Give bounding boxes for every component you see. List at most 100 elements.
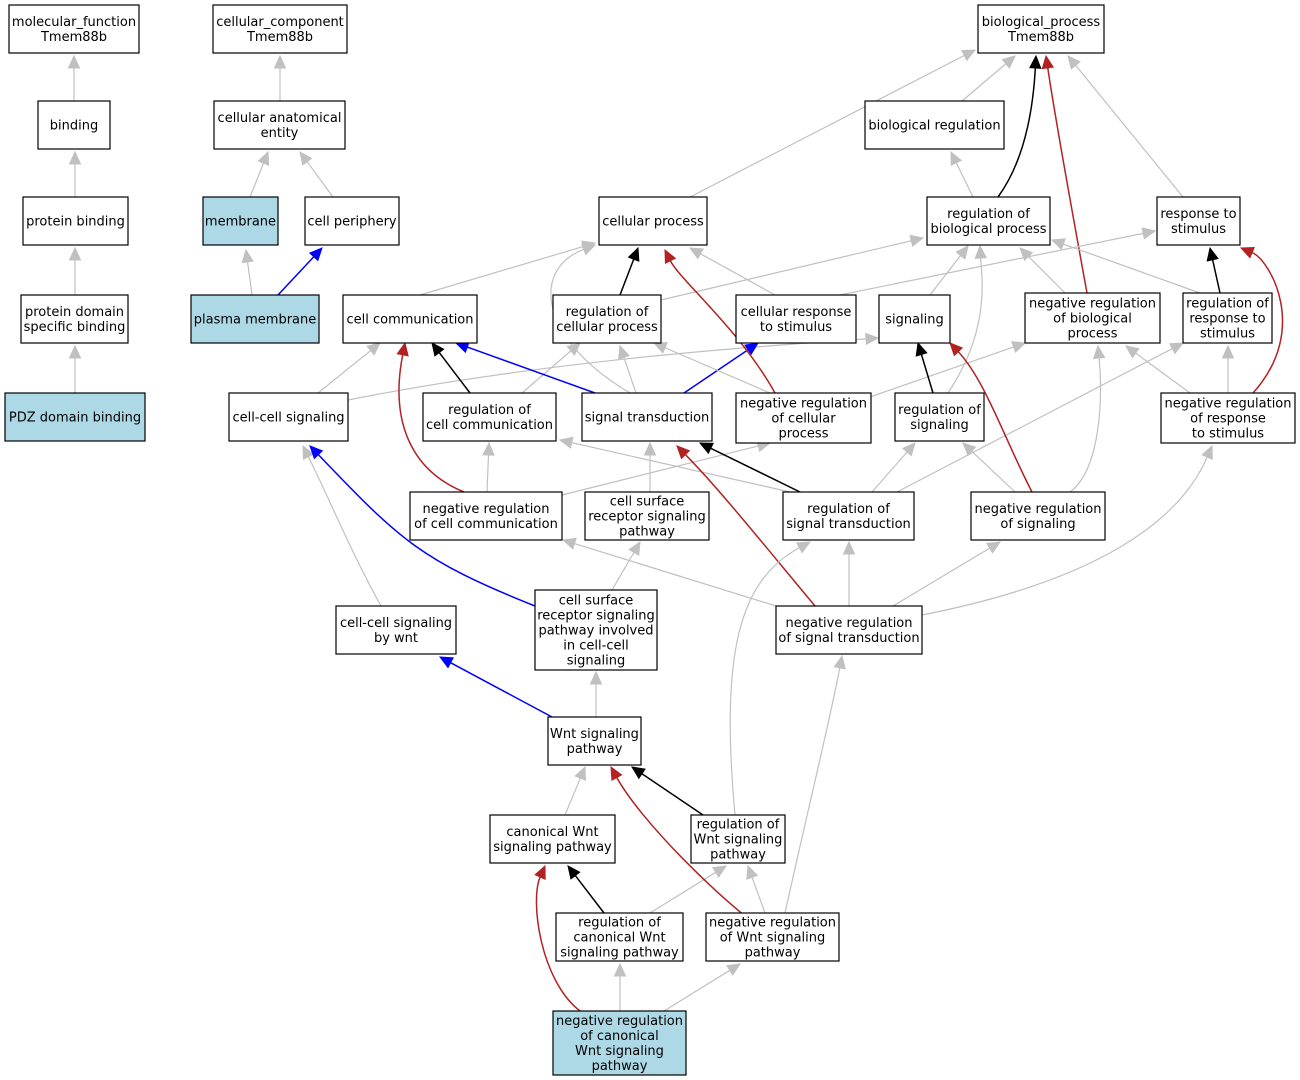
arrowhead-icon: [1206, 246, 1219, 262]
edge-line: [710, 447, 801, 493]
edge-line: [467, 346, 596, 394]
arrowhead-icon: [698, 442, 714, 455]
edge-line: [564, 777, 581, 816]
edge-is-a: [68, 246, 82, 296]
term-label-line: molecular_function: [12, 15, 136, 30]
term-node-cellproc[interactable]: cellular process: [598, 196, 708, 246]
term-node-pdz[interactable]: PDZ domain binding: [4, 392, 146, 442]
arrowhead-icon: [627, 246, 640, 262]
term-label-line: negative regulation: [1029, 297, 1156, 312]
arrowhead-icon: [257, 150, 270, 166]
edge-line: [684, 454, 816, 607]
arrowhead-icon: [1050, 238, 1066, 251]
term-label-line: of signaling: [1000, 517, 1075, 532]
term-node-membrane[interactable]: membrane: [202, 196, 279, 246]
term-label-line: canonical Wnt: [506, 825, 598, 840]
arrowhead-icon: [309, 445, 324, 460]
edge-line: [971, 450, 1016, 493]
term-node-cellperiph[interactable]: cell periphery: [304, 196, 400, 246]
edge-is-a: [729, 541, 812, 816]
term-label-line: regulation of: [448, 403, 531, 418]
term-node-cellcomm[interactable]: cell communication: [342, 294, 478, 344]
term-node-sigtrans[interactable]: signal transduction: [581, 392, 713, 442]
edge-is-a: [249, 150, 270, 198]
arrowhead-icon: [902, 442, 916, 457]
edge-line: [649, 871, 717, 914]
edge-is-a: [689, 49, 977, 198]
term-label-line: negative regulation: [785, 616, 912, 631]
arrowhead-icon: [746, 864, 759, 880]
term-label-line: cell-cell signaling: [340, 616, 452, 631]
term-label-line: protein domain: [25, 305, 124, 320]
edge-is-a: [1125, 345, 1191, 394]
arrowhead-icon: [726, 963, 742, 976]
term-label-line: of biological: [1053, 312, 1132, 327]
arrowhead-icon: [842, 540, 856, 555]
arrowhead-icon: [1201, 444, 1213, 460]
term-node-bioreg[interactable]: biological regulation: [864, 100, 1005, 150]
arrowhead-icon: [986, 541, 1002, 554]
arrowhead-icon: [1092, 344, 1106, 360]
edge-is-a: [561, 439, 772, 496]
arrowhead-icon: [796, 541, 812, 554]
edge-line: [957, 351, 1033, 493]
edge-line: [1047, 67, 1088, 294]
arrowhead-icon: [308, 247, 323, 262]
arrowhead-icon: [581, 243, 597, 256]
arrowhead-icon: [688, 247, 704, 260]
term-box: [22, 196, 129, 246]
term-node-binding[interactable]: binding: [37, 100, 111, 150]
arrowhead-icon: [1029, 54, 1042, 69]
term-box: [926, 196, 1051, 246]
term-node-protbind[interactable]: protein binding: [22, 196, 129, 246]
term-node-ccsig[interactable]: cell-cell signaling: [228, 392, 349, 442]
edge-is-a: [746, 864, 766, 914]
edge-is-a: [829, 227, 1157, 298]
term-label-line: pathway involved: [538, 624, 653, 639]
edge-line: [574, 542, 777, 607]
edge-is-a: [842, 540, 856, 607]
edge-is-a: [613, 962, 627, 1011]
edge-is-a: [947, 244, 988, 394]
term-label-line: in cell-cell: [563, 639, 628, 654]
term-node-signaling[interactable]: signaling: [878, 294, 951, 344]
edge-line: [641, 773, 704, 816]
term-box: [4, 392, 146, 442]
term-node-plasma[interactable]: plasma membrane: [190, 294, 320, 344]
edge-line: [561, 445, 759, 496]
term-label-line: regulation of: [807, 502, 890, 517]
term-box: [534, 589, 658, 671]
edge-is-a: [962, 442, 1016, 493]
edge-line: [1211, 259, 1221, 294]
term-label-line: cell periphery: [307, 215, 397, 230]
